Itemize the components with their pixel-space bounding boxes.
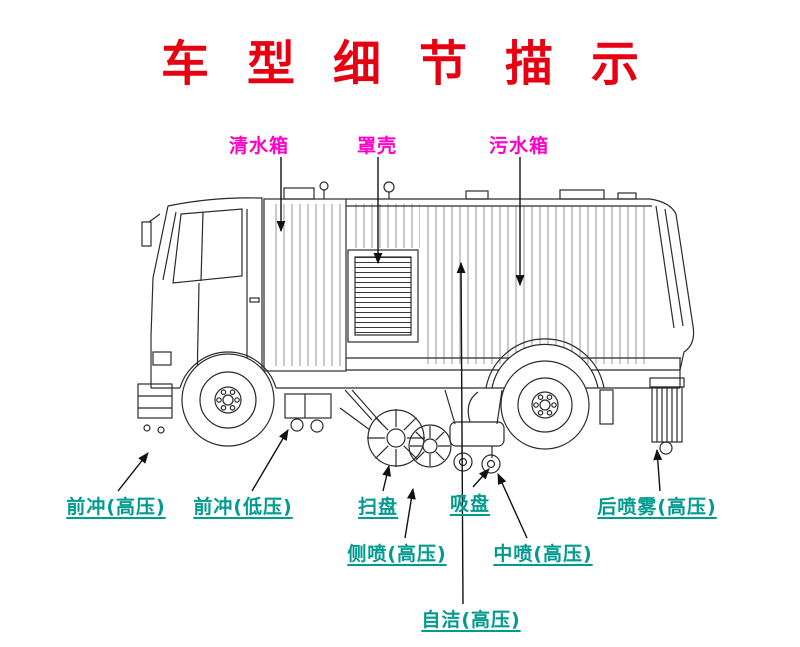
label-front-flush-low: 前冲(低压)	[193, 496, 293, 518]
rear-wheel-shape	[500, 360, 590, 450]
arrow-rear-spray-high	[653, 448, 663, 492]
label-rear-spray-high: 后喷雾(高压)	[597, 496, 717, 518]
sweep-disc-shape	[339, 389, 452, 468]
arrow-middle-spray-high	[497, 472, 528, 539]
label-cover-shell: 罩壳	[356, 135, 398, 157]
label-sweep-disc: 扫盘	[357, 496, 399, 518]
label-suction-disc: 吸盘	[449, 493, 491, 515]
arrow-self-clean-high	[456, 261, 466, 605]
sewage-tank-shape	[346, 198, 695, 371]
label-self-clean-high: 自洁(高压)	[421, 609, 521, 631]
callout-arrows	[117, 157, 663, 605]
arrow-front-flush-high	[117, 452, 149, 492]
arrow-sweep-disc	[382, 464, 392, 492]
page-title: 车型细节描示	[160, 36, 678, 92]
rear-spray-shape	[649, 377, 685, 455]
truck-line-art	[137, 181, 695, 474]
suction-disc-shape	[444, 389, 505, 474]
arrow-front-flush-low	[251, 429, 289, 492]
front-wheel-shape	[181, 353, 275, 447]
label-clean-water-tank: 清水箱	[228, 135, 290, 157]
label-middle-spray-high: 中喷(高压)	[493, 543, 593, 565]
label-side-spray-high: 侧喷(高压)	[347, 543, 447, 565]
label-front-flush-high: 前冲(高压)	[66, 496, 166, 518]
arrow-side-spray-high	[404, 487, 416, 539]
label-sewage-tank: 污水箱	[488, 135, 550, 157]
cab-shape	[167, 197, 263, 388]
arrow-suction-disc	[472, 468, 490, 488]
